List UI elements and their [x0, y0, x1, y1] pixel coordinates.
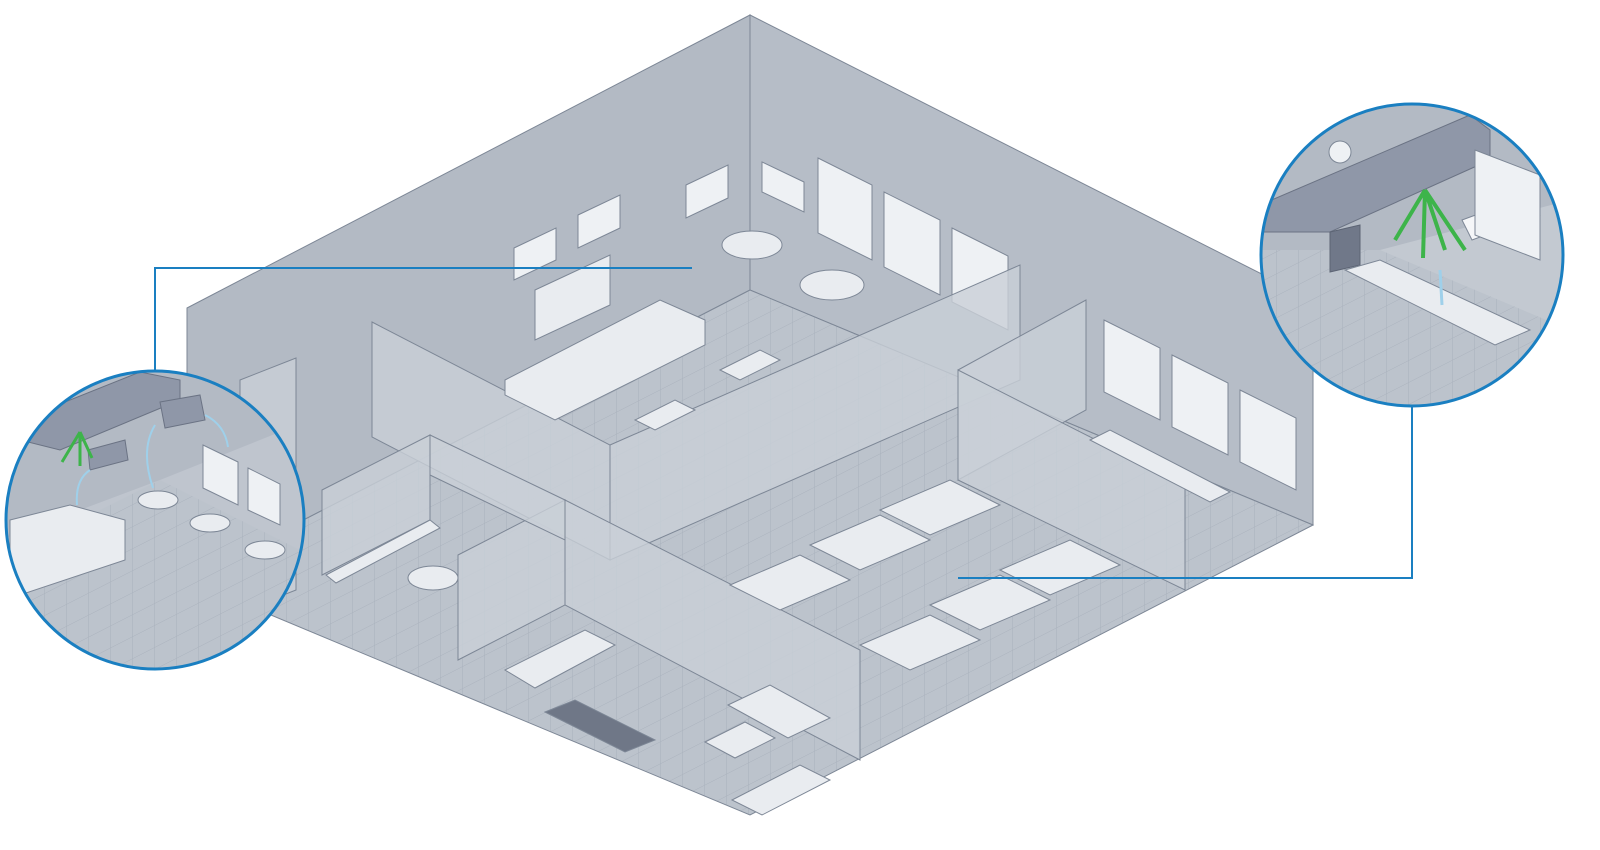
table — [718, 349, 782, 381]
wall-panel — [685, 164, 729, 219]
meeting-table — [1343, 259, 1532, 346]
table — [633, 399, 697, 431]
round-table — [137, 490, 179, 510]
reception-desk — [503, 629, 617, 689]
wall-clock — [1328, 140, 1352, 164]
wall-panel — [577, 194, 621, 249]
magnifier-circle — [1259, 102, 1565, 408]
meeting-table — [1088, 429, 1232, 503]
desk-cluster — [878, 479, 1002, 536]
cafeteria-zoom-callout — [4, 369, 306, 671]
furniture — [325, 230, 1232, 816]
window — [1474, 149, 1541, 261]
airflow-arrow-green — [60, 431, 94, 466]
air-unit — [159, 394, 206, 429]
window — [1171, 354, 1229, 456]
right-callout-connector — [958, 407, 1413, 579]
floor-mat — [543, 699, 657, 753]
bench — [325, 519, 441, 584]
meeting-room-zoom-callout — [1259, 102, 1565, 408]
window — [247, 467, 281, 526]
partition — [429, 434, 566, 541]
round-table — [244, 540, 286, 560]
duct-end — [1329, 224, 1361, 273]
desk-cluster — [998, 539, 1122, 596]
sofa — [726, 684, 832, 739]
left-callout-connector — [154, 267, 692, 372]
window — [1239, 389, 1297, 491]
airflow-arrow-blue — [1438, 269, 1444, 306]
airflow-arrow-blue — [75, 414, 229, 506]
sofa — [730, 764, 832, 816]
window — [1103, 319, 1161, 421]
coffee-table — [703, 721, 777, 759]
round-table — [189, 513, 231, 533]
round-table — [799, 269, 865, 301]
desk-cluster — [858, 614, 982, 671]
bookshelf — [534, 254, 611, 341]
reception-counter — [504, 299, 706, 421]
round-table — [407, 565, 459, 591]
window — [883, 191, 941, 296]
window — [202, 444, 239, 506]
desk-cluster — [928, 574, 1052, 631]
desk-cluster — [728, 554, 852, 611]
airflow-arrow-green — [1393, 188, 1467, 259]
air-unit — [87, 439, 129, 471]
desk-cluster — [808, 514, 932, 571]
wall-panel — [761, 161, 805, 213]
magnifier-circle — [4, 369, 306, 671]
window — [817, 157, 873, 261]
round-table — [721, 230, 783, 260]
